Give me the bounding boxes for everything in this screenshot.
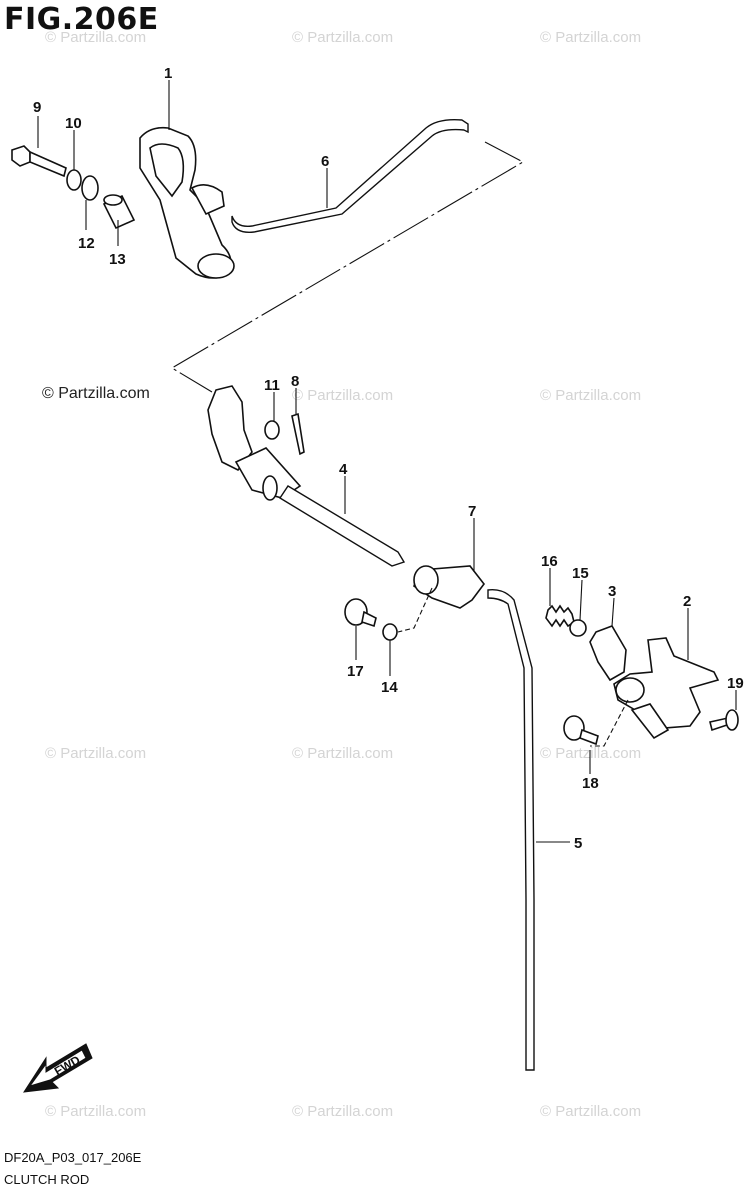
part-13-collar (102, 194, 136, 230)
part-7-joint (413, 565, 486, 609)
part-9-bolt (11, 145, 67, 178)
part-16-spring (545, 604, 575, 628)
callout-8: 8 (291, 373, 299, 390)
callout-12: 12 (78, 235, 95, 252)
part-15-ball (569, 619, 587, 637)
part-18-bolt (563, 715, 599, 746)
part-5-clutch-rod (487, 589, 535, 1071)
part-10-washer (66, 169, 82, 191)
watermark: © Partzilla.com (540, 1103, 641, 1120)
callout-16: 16 (541, 553, 558, 570)
part-8-cotter-pin (291, 412, 305, 456)
part-1-clutch-lever (139, 126, 235, 279)
part-11-washer (264, 420, 280, 440)
watermark: © Partzilla.com (292, 29, 393, 46)
callout-9: 9 (33, 99, 41, 116)
callout-6: 6 (321, 153, 329, 170)
callout-2: 2 (683, 593, 691, 610)
watermark: © Partzilla.com (45, 745, 146, 762)
watermark: © Partzilla.com (292, 745, 393, 762)
part-4-shaft-lever (207, 385, 406, 567)
assembly-guide-line (170, 141, 525, 393)
fwd-arrow-icon: FWD (23, 1043, 93, 1093)
watermark: © Partzilla.com (292, 387, 393, 404)
callout-14: 14 (381, 679, 398, 696)
part-6-link-rod (231, 118, 469, 233)
watermark: © Partzilla.com (540, 29, 641, 46)
part-3-detent-plate (589, 625, 627, 682)
callout-15: 15 (572, 565, 589, 582)
part-2-guide-line (590, 699, 629, 747)
watermark: © Partzilla.com (540, 387, 641, 404)
callout-4: 4 (339, 461, 348, 478)
callouts: 1 2 3 4 5 6 7 8 9 10 11 12 13 14 15 16 1… (33, 65, 744, 852)
copyright-label: © Partzilla.com (42, 385, 150, 402)
watermark: © Partzilla.com (45, 29, 146, 46)
callout-1: 1 (164, 65, 172, 82)
callout-11: 11 (264, 377, 280, 394)
callout-10: 10 (65, 115, 82, 132)
callout-3: 3 (608, 583, 616, 600)
callout-5: 5 (574, 835, 582, 852)
part-2-shift-cam (613, 637, 720, 740)
figure-title: FIG.206E (4, 2, 159, 37)
callout-17: 17 (347, 663, 364, 680)
figure-code: DF20A_P03_017_206E (4, 1150, 142, 1165)
part-19-screw (709, 709, 739, 732)
watermark: © Partzilla.com (45, 1103, 146, 1120)
part-14-washer (382, 623, 398, 641)
part-12-o-ring (81, 175, 99, 201)
figure-name: CLUTCH ROD (4, 1172, 90, 1187)
callout-13: 13 (109, 251, 126, 268)
leader-lines (37, 80, 737, 843)
part-17-bolt (344, 598, 377, 628)
callout-18: 18 (582, 775, 599, 792)
part-7-guide-line (397, 587, 433, 633)
watermark: © Partzilla.com (292, 1103, 393, 1120)
callout-7: 7 (468, 503, 476, 520)
callout-19: 19 (727, 675, 744, 692)
watermarks: © Partzilla.com © Partzilla.com © Partzi… (45, 29, 641, 1120)
